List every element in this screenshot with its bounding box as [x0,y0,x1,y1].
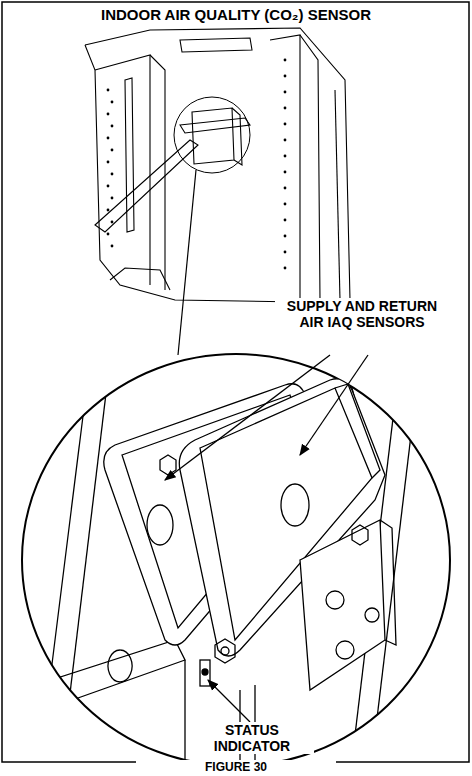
panel-hole [107,209,110,212]
panel-hole [111,197,114,200]
leader-lines [165,355,368,722]
panel-hole [284,123,287,126]
sensor-detail [20,360,420,770]
panel-hole [107,113,110,116]
panel-hole [284,187,287,190]
detail-enlargement [22,354,450,766]
panel-hole [107,161,110,164]
leader-line [300,355,368,455]
callout-label: STATUS INDICATOR [190,722,314,754]
panel-holes [107,59,287,270]
panel-hole [107,233,110,236]
panel-hole [284,139,287,142]
figure-title: INDOOR AIR QUALITY (CO₂) SENSOR [6,6,466,23]
detail-circle [174,97,250,173]
panel-hole [107,89,110,92]
panel-hole [284,203,287,206]
panel-hole [111,173,114,176]
panel-hole [284,75,287,78]
panel-hole [111,125,114,128]
panel-hole [111,101,114,104]
panel-hole [111,149,114,152]
panel-hole [284,107,287,110]
figure-caption: FIGURE 30 [136,760,336,774]
panel-hole [284,251,287,254]
panel-hole [284,235,287,238]
detail-link-line [178,170,196,355]
callout-label: SUPPLY AND RETURN AIR IAQ SENSORS [275,298,449,330]
leader-line [208,680,250,722]
panel-hole [284,155,287,158]
panel-hole [111,221,114,224]
panel-hole [111,245,114,248]
panel-hole [107,137,110,140]
panel-hole [107,185,110,188]
panel-hole [284,171,287,174]
leader-line [165,355,330,480]
panel-hole [284,219,287,222]
cabinet-view [85,28,350,302]
panel-hole [284,267,287,270]
panel-hole [284,59,287,62]
panel-hole [284,91,287,94]
